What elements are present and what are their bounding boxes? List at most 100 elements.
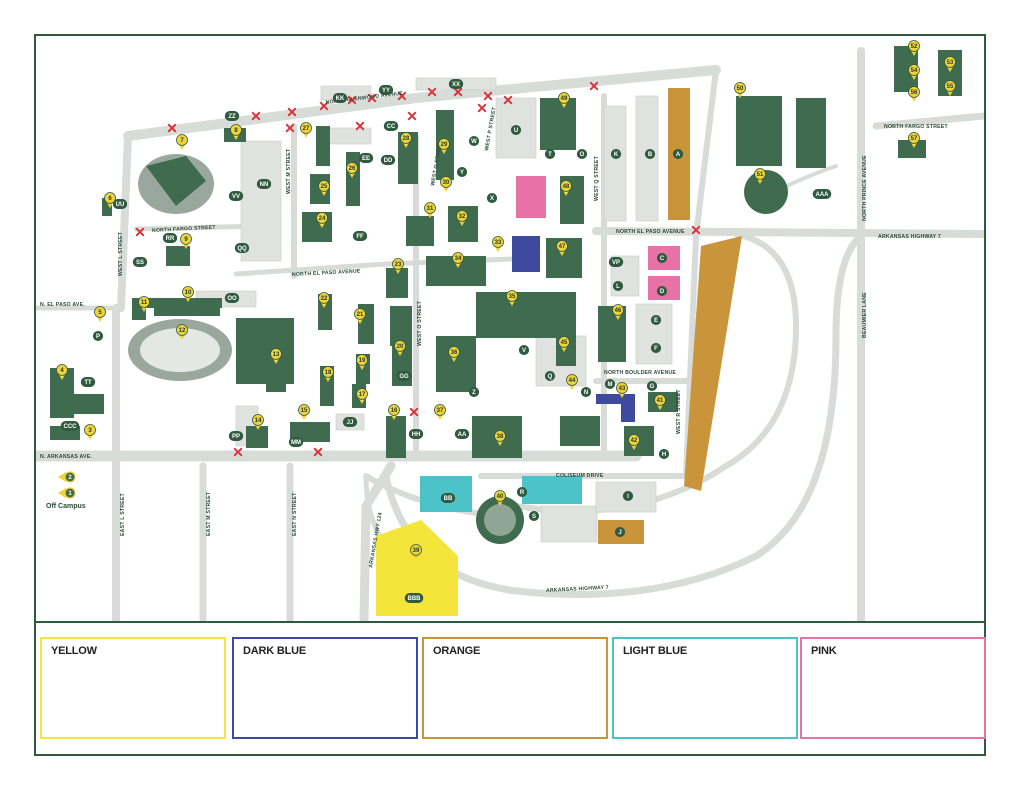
building-pin-12[interactable]: 12 bbox=[176, 324, 188, 341]
lot-label-hh[interactable]: HH bbox=[408, 429, 424, 439]
building-pin-20[interactable]: 20 bbox=[394, 340, 406, 357]
lightblue-lot-r[interactable] bbox=[522, 476, 582, 504]
lot-label-kk[interactable]: KK bbox=[332, 93, 348, 103]
building-pin-6[interactable]: 6 bbox=[104, 192, 116, 209]
lot-label-cc[interactable]: CC bbox=[383, 121, 399, 131]
building-pin-46[interactable]: 46 bbox=[612, 304, 624, 321]
lot-label-y[interactable]: Y bbox=[456, 167, 468, 177]
building-pin-35[interactable]: 35 bbox=[506, 290, 518, 307]
lot-label-v[interactable]: V bbox=[518, 345, 530, 355]
lot-label-bbb[interactable]: BBB bbox=[404, 593, 424, 603]
lot-label-k[interactable]: K bbox=[610, 149, 622, 159]
building-pin-13[interactable]: 13 bbox=[270, 348, 282, 365]
lot-label-yy[interactable]: YY bbox=[378, 85, 394, 95]
lot-label-nn[interactable]: NN bbox=[256, 179, 272, 189]
lot-label-m[interactable]: M bbox=[604, 379, 616, 389]
pink-lot-x[interactable] bbox=[516, 176, 546, 218]
building-pin-7[interactable]: 7 bbox=[176, 134, 188, 151]
campus-map[interactable]: NORTH GLENWOOD AVENUE NORTH FARGO STREET… bbox=[36, 36, 984, 621]
off-campus-pin-2[interactable]: 2 bbox=[58, 471, 76, 483]
lot-label-uu[interactable]: UU bbox=[112, 199, 128, 209]
lot-label-l[interactable]: L bbox=[612, 281, 624, 291]
building-pin-23[interactable]: 23 bbox=[392, 258, 404, 275]
lot-label-tt[interactable]: TT bbox=[80, 377, 96, 387]
lot-label-r[interactable]: R bbox=[516, 487, 528, 497]
lot-label-xx[interactable]: XX bbox=[448, 79, 464, 89]
legend-box-light-blue[interactable]: LIGHT BLUE bbox=[612, 637, 798, 739]
lot-label-gg[interactable]: GG bbox=[396, 371, 412, 381]
building-pin-36[interactable]: 36 bbox=[448, 346, 460, 363]
lot-label-e[interactable]: E bbox=[650, 315, 662, 325]
lot-label-c[interactable]: C bbox=[656, 253, 668, 263]
lot-label-vv[interactable]: VV bbox=[228, 191, 244, 201]
building-pin-25[interactable]: 25 bbox=[318, 180, 330, 197]
building-pin-40[interactable]: 40 bbox=[494, 490, 506, 507]
building-pin-28[interactable]: 28 bbox=[400, 132, 412, 149]
building-pin-15[interactable]: 15 bbox=[298, 404, 310, 421]
building-pin-44[interactable]: 44 bbox=[566, 374, 578, 391]
building-pin-22[interactable]: 22 bbox=[318, 292, 330, 309]
building-pin-4[interactable]: 4 bbox=[56, 364, 68, 381]
building-pin-45[interactable]: 45 bbox=[558, 336, 570, 353]
building-pin-19[interactable]: 19 bbox=[356, 354, 368, 371]
building-pin-30[interactable]: 30 bbox=[440, 176, 452, 193]
off-campus-pin-1[interactable]: 1 bbox=[58, 487, 76, 499]
lot-label-b[interactable]: B bbox=[644, 149, 656, 159]
building-pin-43[interactable]: 43 bbox=[616, 382, 628, 399]
building-pin-32[interactable]: 32 bbox=[456, 210, 468, 227]
lot-label-jj[interactable]: JJ bbox=[342, 417, 358, 427]
lot-label-oo[interactable]: OO bbox=[224, 293, 240, 303]
building-pin-27[interactable]: 27 bbox=[300, 122, 312, 139]
lot-label-zz[interactable]: ZZ bbox=[224, 111, 240, 121]
darkblue-lot-43[interactable] bbox=[621, 394, 635, 422]
building-pin-21[interactable]: 21 bbox=[354, 308, 366, 325]
building-pin-50[interactable]: 50 bbox=[734, 82, 746, 99]
building-pin-11[interactable]: 11 bbox=[138, 296, 150, 313]
lot-label-ee[interactable]: EE bbox=[358, 153, 374, 163]
lot-label-ccc[interactable]: CCC bbox=[60, 421, 80, 431]
legend-box-orange[interactable]: ORANGE bbox=[422, 637, 608, 739]
building-pin-8[interactable]: 8 bbox=[230, 124, 242, 141]
lot-label-aa[interactable]: AA bbox=[454, 429, 470, 439]
building-pin-3[interactable]: 3 bbox=[84, 424, 96, 441]
building-pin-48[interactable]: 48 bbox=[560, 180, 572, 197]
lot-label-d[interactable]: D bbox=[656, 286, 668, 296]
building-pin-33[interactable]: 33 bbox=[492, 236, 504, 253]
legend-box-pink[interactable]: PINK bbox=[800, 637, 986, 739]
lot-label-z[interactable]: Z bbox=[468, 387, 480, 397]
lot-label-g[interactable]: G bbox=[646, 381, 658, 391]
building-pin-52[interactable]: 52 bbox=[908, 40, 920, 57]
building-pin-18[interactable]: 18 bbox=[322, 366, 334, 383]
lot-label-ff[interactable]: FF bbox=[352, 231, 368, 241]
lot-label-q[interactable]: Q bbox=[544, 371, 556, 381]
building-pin-39[interactable]: 39 bbox=[410, 544, 422, 561]
building-pin-51[interactable]: 51 bbox=[754, 168, 766, 185]
building-pin-57[interactable]: 57 bbox=[908, 132, 920, 149]
building-pin-47[interactable]: 47 bbox=[556, 240, 568, 257]
building-pin-34[interactable]: 34 bbox=[452, 252, 464, 269]
lot-label-rr[interactable]: RR bbox=[162, 233, 178, 243]
building-pin-53[interactable]: 53 bbox=[944, 56, 956, 73]
building-pin-5[interactable]: 5 bbox=[94, 306, 106, 323]
building-pin-37[interactable]: 37 bbox=[434, 404, 446, 421]
lot-label-o[interactable]: O bbox=[576, 149, 588, 159]
building-pin-29[interactable]: 29 bbox=[438, 138, 450, 155]
building-pin-56[interactable]: 56 bbox=[908, 86, 920, 103]
lot-label-h[interactable]: H bbox=[658, 449, 670, 459]
darkblue-lot-33[interactable] bbox=[512, 236, 540, 272]
lot-label-ss[interactable]: SS bbox=[132, 257, 148, 267]
legend-box-yellow[interactable]: YELLOW bbox=[40, 637, 226, 739]
yellow-lot-bbb[interactable] bbox=[376, 520, 458, 616]
building-pin-54[interactable]: 54 bbox=[908, 64, 920, 81]
lot-label-i[interactable]: I bbox=[622, 491, 634, 501]
lot-label-f[interactable]: F bbox=[650, 343, 662, 353]
lot-label-s[interactable]: S bbox=[528, 511, 540, 521]
lot-label-u[interactable]: U bbox=[510, 125, 522, 135]
lot-label-a[interactable]: A bbox=[672, 149, 684, 159]
building-pin-17[interactable]: 17 bbox=[356, 388, 368, 405]
building-pin-9[interactable]: 9 bbox=[180, 233, 192, 250]
building-pin-31[interactable]: 31 bbox=[424, 202, 436, 219]
lot-label-vp[interactable]: VP bbox=[608, 257, 624, 267]
building-pin-10[interactable]: 10 bbox=[182, 286, 194, 303]
lot-label-x[interactable]: X bbox=[486, 193, 498, 203]
